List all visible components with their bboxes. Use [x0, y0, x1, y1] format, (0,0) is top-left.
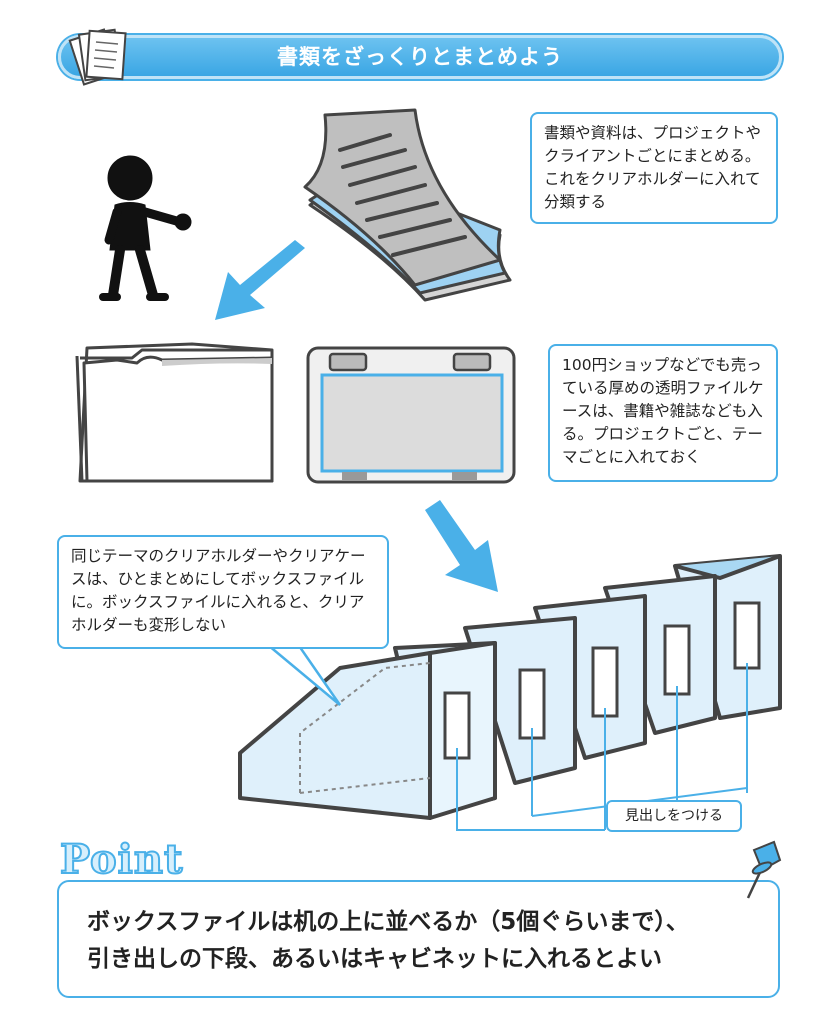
- pushpin-icon: [746, 840, 782, 899]
- point-heading: Point: [59, 835, 184, 884]
- callout-box-file: 同じテーマのクリアホルダーやクリアケースは、ひとまとめにしてボックスファイルに。…: [57, 535, 389, 649]
- box-files: [238, 554, 782, 831]
- callout-tail: [260, 640, 342, 706]
- label-tag: 見出しをつける: [606, 800, 742, 832]
- callout-clear-case: 100円ショップなどでも売っている厚めの透明ファイルケースは、書籍や雑誌なども入…: [548, 344, 778, 482]
- papers-icon: [68, 28, 127, 86]
- point-text-line-2: 引き出しの下段、あるいはキャビネットに入れるとよい: [87, 946, 662, 972]
- point-box: ボックスファイルは机の上に並べるか（5個ぐらいまで）、 引き出しの下段、あるいは…: [57, 880, 780, 998]
- person-figure: [99, 155, 192, 301]
- point-text-line-1: ボックスファイルは机の上に並べるか（5個ぐらいまで）、: [87, 909, 689, 935]
- callout-documents: 書類や資料は、プロジェクトやクライアントごとにまとめる。これをクリアホルダーに入…: [530, 112, 778, 224]
- arrow-down-right-icon: [425, 500, 498, 592]
- header-banner: [58, 35, 782, 79]
- page-title: 書類をざっくりとまとめよう: [277, 45, 563, 69]
- clear-file-case: [306, 346, 516, 484]
- clear-folder: [75, 342, 274, 483]
- arrow-down-left-icon: [215, 240, 305, 320]
- document-stack: [303, 108, 512, 302]
